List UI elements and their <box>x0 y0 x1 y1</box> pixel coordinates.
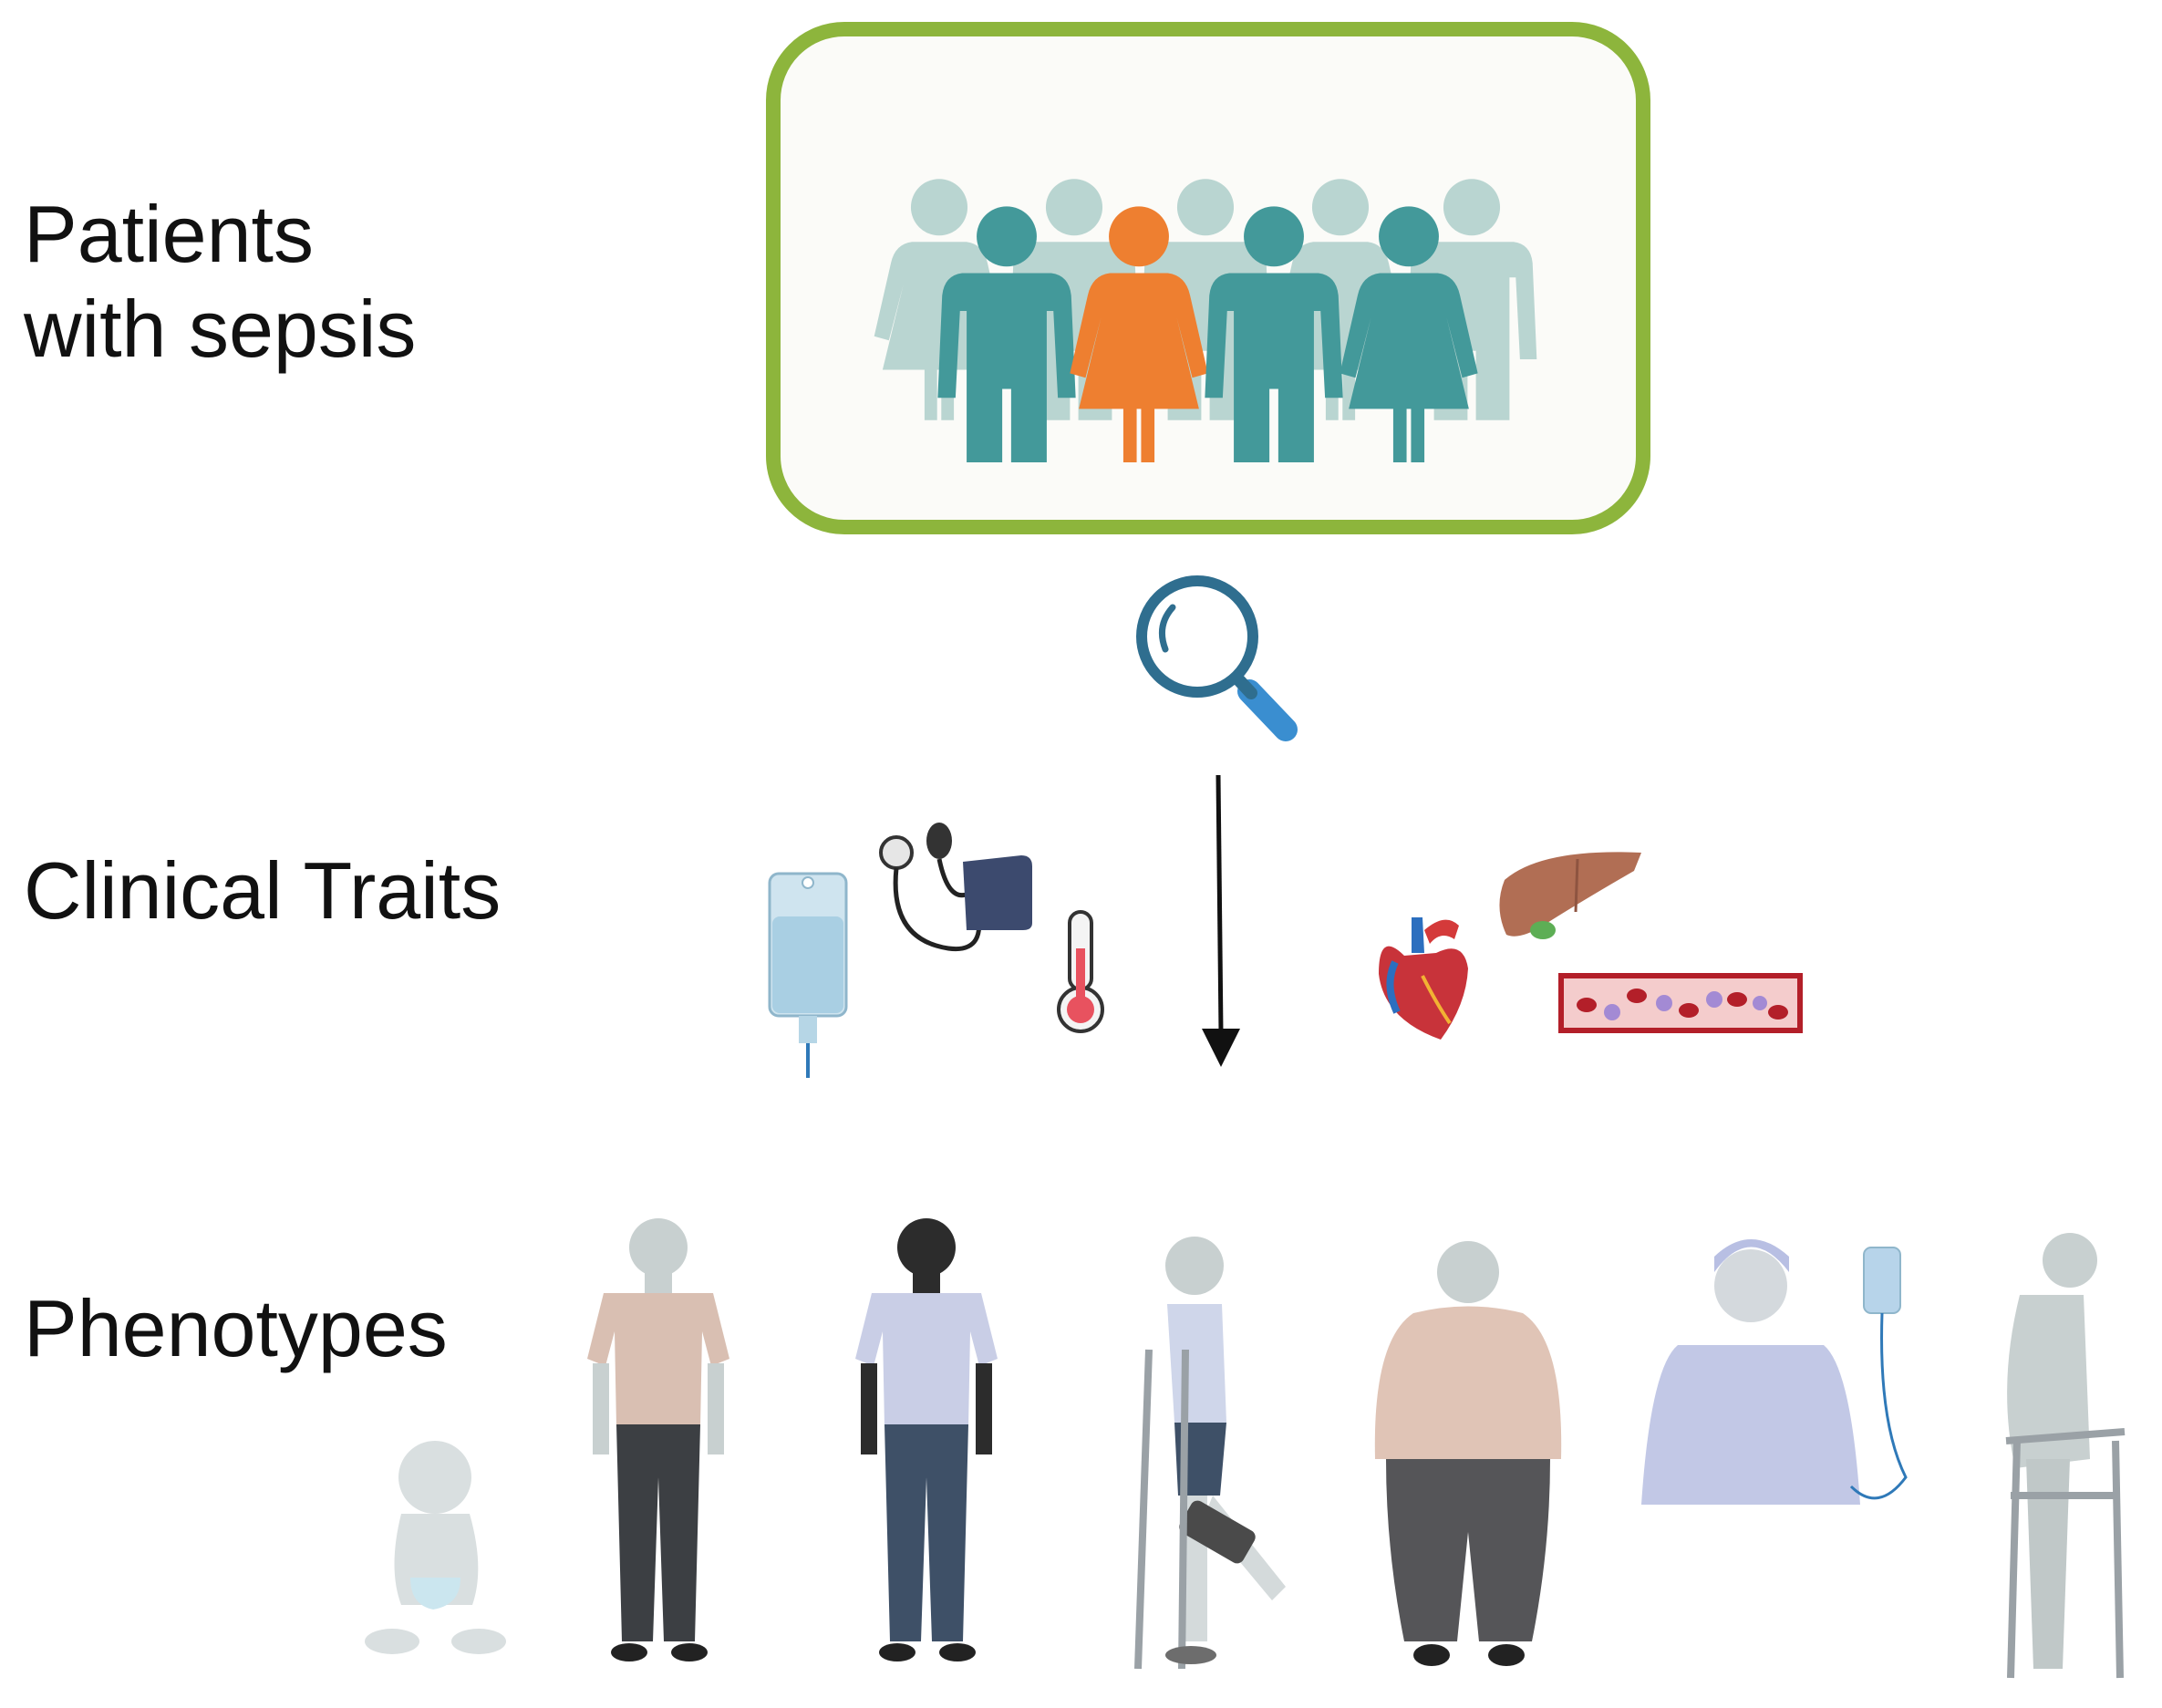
iv-bag-icon <box>768 872 848 1078</box>
blood-vessel-icon <box>1558 973 1803 1033</box>
patients-with-sepsis-label: Patients with sepsis <box>24 187 416 377</box>
infant-icon <box>365 1441 506 1654</box>
patients-label-line1: Patients <box>24 189 314 279</box>
patient-with-iv-icon <box>1641 1239 1908 1505</box>
injured-leg-brace-icon <box>1134 1237 1286 1670</box>
blood-pressure-cuff-icon <box>879 823 1032 952</box>
obese-woman-icon <box>1374 1241 1562 1666</box>
adult-man-dark-skin-icon <box>855 1218 998 1661</box>
thermometer-icon <box>1057 910 1104 1033</box>
down-arrow <box>1202 774 1240 1067</box>
liver-icon <box>1499 852 1641 939</box>
heart-icon <box>1379 917 1468 1040</box>
patients-label-line2: with sepsis <box>24 283 417 374</box>
magnifying-glass-icon <box>1136 575 1298 741</box>
elderly-walker-icon <box>2005 1233 2126 1679</box>
clinical-traits-label: Clinical Traits <box>24 845 502 936</box>
adult-man-icon <box>587 1218 729 1661</box>
phenotypes-label: Phenotypes <box>24 1283 448 1373</box>
